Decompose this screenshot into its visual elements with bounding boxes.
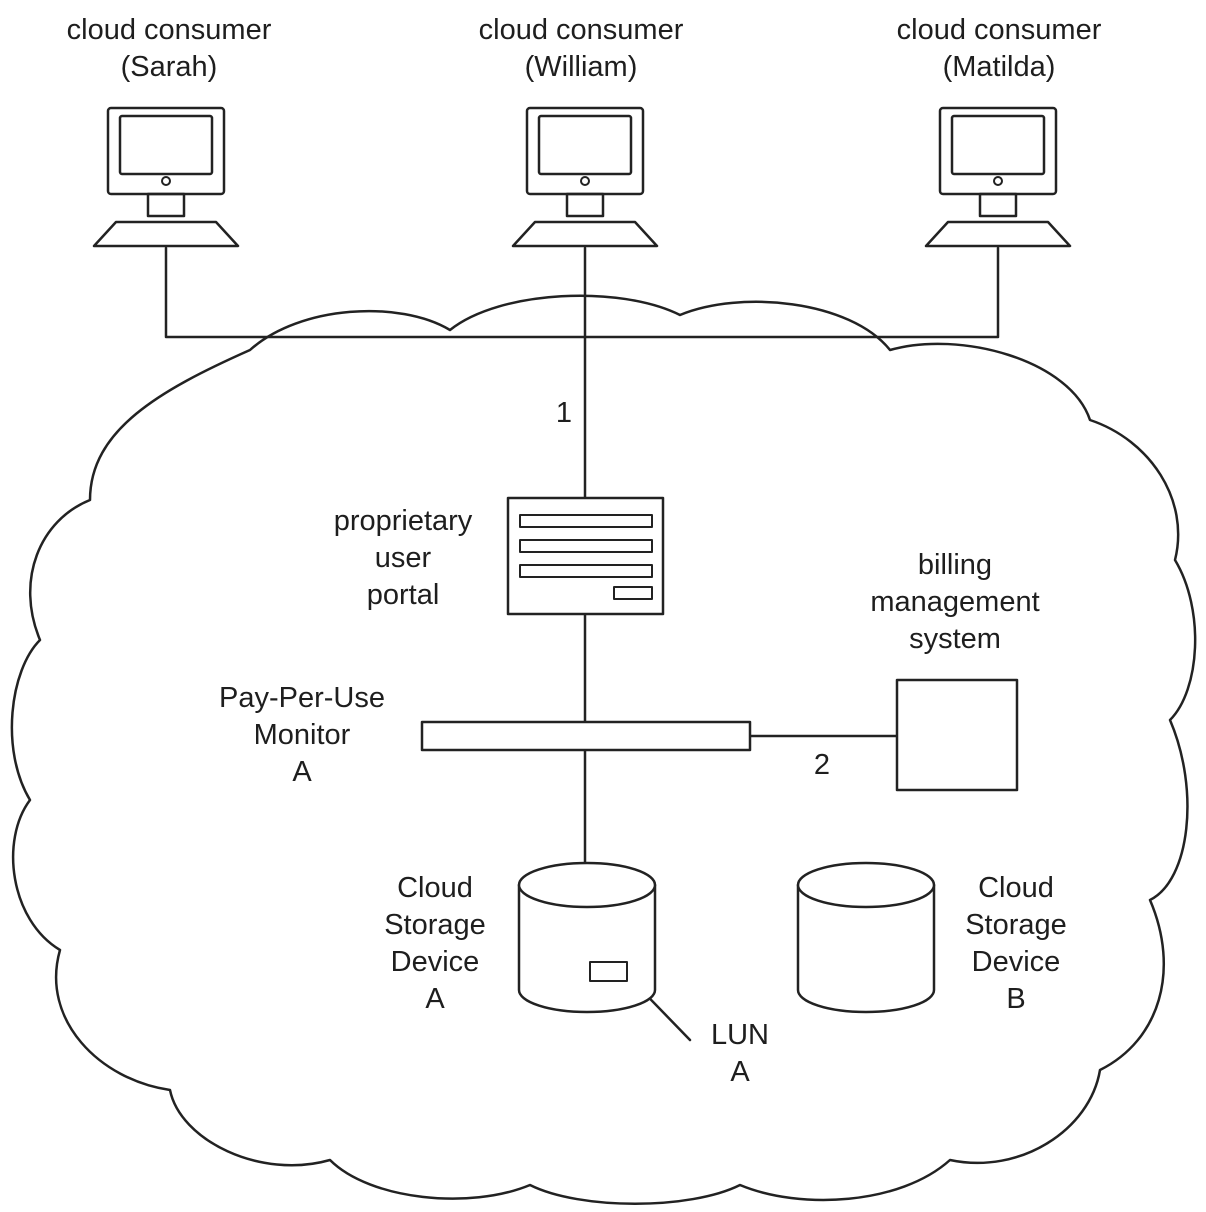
storage-device-b-icon <box>796 861 936 1014</box>
consumer-label-sarah: cloud consumer(Sarah) <box>66 14 272 83</box>
step-1-label: 1 <box>555 397 573 429</box>
billing-system-box <box>895 678 1019 792</box>
consumer-label-matilda: cloud consumer(Matilda) <box>896 14 1102 83</box>
step-2-label: 2 <box>813 749 831 781</box>
computer-icon <box>92 106 240 248</box>
lun-a-box <box>589 961 628 982</box>
pay-per-use-monitor-bar <box>420 720 752 752</box>
portal-icon <box>506 496 665 616</box>
computer-icon <box>511 106 659 248</box>
storage-device-a-icon <box>517 861 657 1014</box>
connection-sarah <box>164 246 587 339</box>
network-connections <box>164 246 1000 1042</box>
computer-icon <box>924 106 1072 248</box>
connection-matilda <box>583 246 1000 339</box>
consumer-label-william: cloud consumer(William) <box>478 14 684 83</box>
